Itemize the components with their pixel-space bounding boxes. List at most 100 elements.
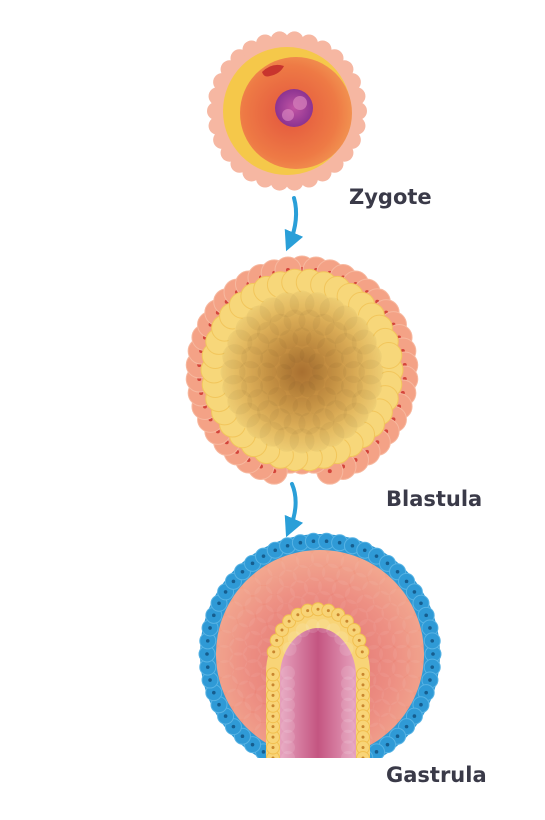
gastrula-mesoderm-cell: [366, 684, 385, 703]
gastrula-mesoderm-cell: [373, 617, 392, 636]
gastrula-ectoderm-nucleus: [424, 613, 428, 618]
gastrula-ectoderm-cell: [335, 756, 344, 758]
gastrula-archenteron-cell: [281, 687, 295, 702]
gastrula-archenteron-cell: [281, 740, 295, 755]
gastrula-endoderm-nucleus: [271, 683, 275, 687]
gastrula-ectoderm-nucleus: [205, 652, 209, 656]
gastrula-mesoderm-cell: [265, 594, 284, 613]
zygote-membrane-bump: [207, 102, 225, 120]
gastrula-archenteron-cell: [339, 641, 354, 656]
gastrula-endoderm-nucleus: [271, 735, 275, 739]
zygote-membrane-bump: [208, 87, 227, 106]
gastrula-mesoderm-cell: [356, 594, 375, 613]
gastrula-mesoderm-cell: [396, 688, 415, 707]
gastrula-ectoderm-nucleus: [338, 763, 342, 767]
gastrula-mesoderm-cell: [391, 630, 410, 649]
gastrula-mesoderm-cell: [295, 550, 314, 569]
gastrula-mesoderm-cell: [248, 672, 267, 691]
gastrula-mesoderm-cell: [255, 605, 274, 624]
gastrula-mesoderm-cell: [229, 652, 248, 671]
gastrula-mesoderm-cell: [387, 616, 406, 635]
zygote: [207, 31, 367, 191]
gastrula-ectoderm-nucleus: [404, 724, 409, 729]
gastrula-archenteron-cell: [281, 697, 295, 712]
gastrula-ectoderm-nucleus: [217, 702, 221, 707]
gastrula-ectoderm-nucleus: [351, 760, 355, 764]
zygote-membrane-bump: [256, 34, 275, 53]
gastrula-mesoderm-cell: [243, 577, 262, 596]
zygote-membrane-bump: [242, 40, 261, 59]
gastrula-endoderm-nucleus: [361, 704, 365, 708]
gastrula-endoderm-nucleus: [361, 672, 365, 676]
gastrula-mesoderm-cell: [244, 596, 263, 615]
gastrula-ectoderm-nucleus: [212, 613, 216, 618]
gastrula-mesoderm-cell: [387, 673, 406, 692]
gastrula-ectoderm-nucleus: [261, 750, 266, 754]
gastrula-endoderm-nucleus: [361, 725, 365, 729]
gastrula-mesoderm-cell: [354, 559, 373, 578]
gastrula-ectoderm-nucleus: [261, 554, 266, 558]
gastrula-ectoderm-nucleus: [250, 742, 255, 747]
gastrula-endoderm-nucleus: [326, 609, 330, 613]
gastrula-ectoderm-nucleus: [205, 665, 210, 669]
gastrula-ectoderm-nucleus: [240, 734, 245, 738]
gastrula-mesoderm-cell: [233, 588, 252, 607]
zygote-membrane-bump: [285, 172, 304, 191]
gastrula-mesoderm-cell: [248, 617, 267, 636]
gastrula-archenteron-cell: [295, 623, 310, 638]
gastrula: [198, 532, 442, 767]
gastrula-ectoderm-nucleus: [374, 554, 379, 558]
gastrula-mesoderm-cell: [231, 623, 250, 642]
gastrula-mesoderm-cell: [311, 549, 329, 567]
gastrula-endoderm-nucleus: [361, 735, 365, 739]
gastrula-mesoderm-cell: [243, 645, 261, 663]
gastrula-ectoderm-nucleus: [428, 626, 432, 630]
gastrula-archenteron-cell: [305, 619, 320, 634]
gastrula-archenteron-cell: [341, 687, 355, 702]
gastrula-ectoderm-nucleus: [374, 750, 379, 754]
gastrula-mesoderm-cell: [388, 701, 407, 720]
gastrula-ectoderm-nucleus: [311, 539, 316, 543]
gastrula-ectoderm-nucleus: [337, 540, 342, 545]
gastrula-endoderm-nucleus: [361, 693, 365, 697]
zygote-membrane-bump: [213, 130, 232, 149]
gastrula-archenteron-cell: [341, 740, 355, 755]
gastrula-endoderm-nucleus: [357, 638, 361, 642]
arrow-zygote-to-blastula: [284, 196, 304, 252]
blastula-cell-nucleus: [327, 469, 332, 474]
gastrula-endoderm-nucleus: [272, 650, 276, 654]
gastrula-ectoderm-nucleus: [385, 742, 390, 747]
gastrula-ectoderm-nucleus: [412, 714, 417, 718]
gastrula-mesoderm-cell: [229, 637, 248, 656]
gastrula-mesoderm-cell: [407, 645, 425, 663]
blastula-core-cell: [309, 353, 325, 369]
gastrula-endoderm-nucleus: [271, 746, 275, 750]
gastrula-endoderm-nucleus: [306, 609, 310, 613]
gastrula-archenteron: [280, 628, 356, 758]
gastrula-mesoderm-cell: [373, 672, 392, 691]
blastula-core-cell: [357, 344, 382, 369]
gastrula-archenteron-cell: [341, 729, 355, 744]
gastrula-archenteron-cell: [281, 708, 295, 723]
gastrula-endoderm-nucleus: [360, 650, 364, 654]
gastrula-ectoderm-nucleus: [424, 690, 428, 695]
gastrula-mesoderm-cell: [367, 722, 386, 741]
gastrula-mesoderm-cell: [244, 630, 263, 649]
gastrula-endoderm-nucleus: [296, 613, 300, 617]
gastrula-ectoderm-nucleus: [412, 590, 417, 594]
zygote-membrane-bump: [299, 169, 318, 188]
gastrula-ectoderm-nucleus: [362, 548, 367, 553]
gastrula-archenteron-cell: [341, 697, 355, 712]
gastrula-mesoderm-cell: [396, 601, 415, 620]
blastula-core: [222, 292, 382, 452]
gastrula-mesoderm-cell: [391, 659, 410, 678]
zygote-membrane-bump: [208, 116, 227, 135]
gastrula-archenteron-cell: [282, 641, 297, 656]
gastrula-mesoderm-cell: [219, 674, 238, 693]
gastrula-endoderm-nucleus: [287, 619, 291, 623]
gastrula-mesoderm-cell: [307, 563, 326, 582]
gastrula-mesoderm-cell: [277, 586, 295, 605]
zygote-nucleus: [275, 89, 313, 127]
gastrula-ectoderm-nucleus: [231, 579, 236, 584]
